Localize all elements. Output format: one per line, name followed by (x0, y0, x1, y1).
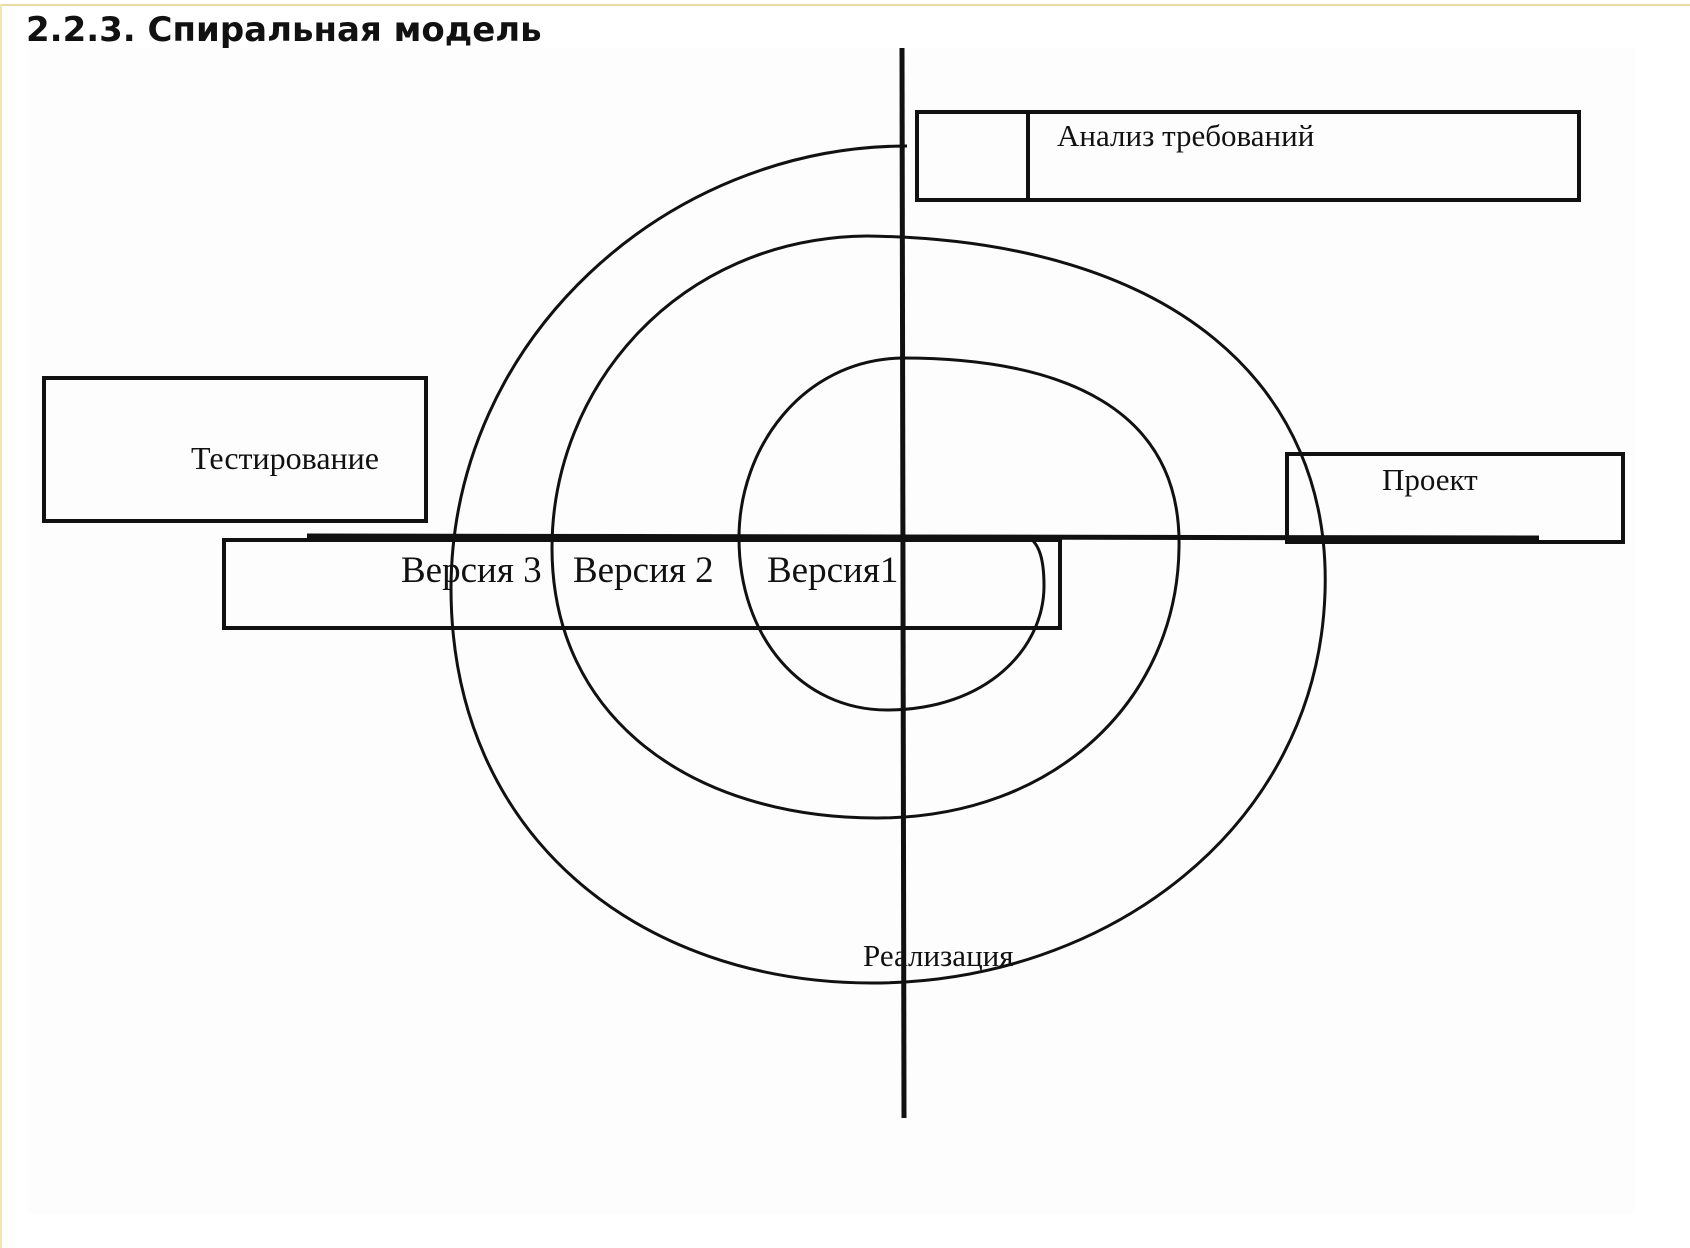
versions-box: Версия 3 Версия 2 Версия1 (222, 538, 1062, 630)
requirements-analysis-label: Анализ требований (1057, 118, 1314, 153)
spiral-model-diagram: Анализ требований Тестирование Проект Ве… (42, 48, 1625, 1119)
top-divider (0, 4, 1690, 6)
testing-box: Тестирование (42, 376, 428, 523)
page-title: 2.2.3. Спиральная модель (26, 10, 542, 50)
vertical-axis (899, 48, 907, 1119)
version-1-label: Версия1 (767, 550, 898, 591)
requirements-analysis-box: Анализ требований (915, 110, 1581, 202)
spiral-model-figure: Анализ требований Тестирование Проект Ве… (27, 48, 1635, 1214)
implementation-label: Реализация (863, 938, 1014, 973)
design-label: Проект (1382, 462, 1478, 497)
version-3-label: Версия 3 (401, 550, 542, 591)
spiral-outer-loop (449, 144, 1327, 985)
design-box: Проект (1285, 452, 1625, 544)
testing-label: Тестирование (191, 440, 379, 476)
spiral-inner-loop (737, 356, 1046, 712)
horizontal-axis (306, 533, 1540, 541)
left-divider (0, 4, 2, 1248)
spiral-middle-loop (550, 234, 1181, 820)
version-2-label: Версия 2 (573, 550, 714, 591)
